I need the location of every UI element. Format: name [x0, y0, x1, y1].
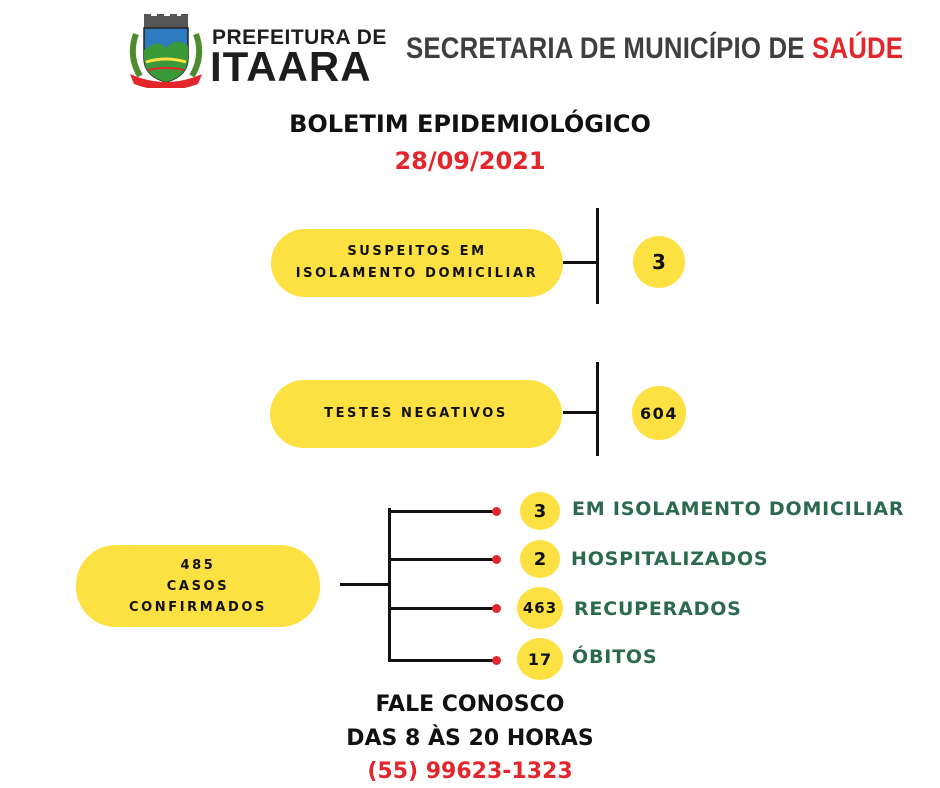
- branch-line: [390, 510, 496, 513]
- branch-dot: [492, 555, 501, 564]
- secretaria-main: SECRETARIA DE MUNICÍPIO DE: [406, 32, 813, 65]
- suspects-divider: [596, 208, 599, 304]
- municipal-crest-logo: [129, 14, 203, 88]
- deaths-count: 17: [527, 649, 553, 669]
- contact-phone: (55) 99623-1323: [367, 759, 573, 784]
- recovered-count-badge: 463: [517, 587, 563, 629]
- bulletin-title: BOLETIM EPIDEMIOLÓGICO: [289, 110, 651, 138]
- confirmed-connector: [340, 583, 390, 586]
- confirmed-cases-label-line1: CASOS: [166, 578, 230, 594]
- hospitalized-label: HOSPITALIZADOS: [571, 548, 769, 570]
- isolation-label: EM ISOLAMENTO DOMICILIAR: [572, 498, 905, 520]
- confirmed-cases-value: 485: [180, 557, 216, 573]
- branch-line: [390, 659, 496, 662]
- prefeitura-line1: PREFEITURA DE: [212, 26, 387, 49]
- branch-line: [390, 558, 496, 561]
- secretaria-heading: SECRETARIA DE MUNICÍPIO DE SAÚDE: [406, 32, 903, 66]
- confirmed-cases-pill: 485 CASOS CONFIRMADOS: [76, 545, 320, 627]
- secretaria-accent: SAÚDE: [812, 32, 904, 65]
- bulletin-date: 28/09/2021: [394, 147, 546, 175]
- prefeitura-town-name: ITAARA: [210, 43, 372, 90]
- suspects-label-pill: SUSPEITOS EM ISOLAMENTO DOMICILIAR: [271, 229, 563, 297]
- negative-tests-value-badge: 604: [632, 386, 686, 440]
- branch-dot: [492, 604, 501, 613]
- negative-tests-label-pill: TESTES NEGATIVOS: [270, 380, 562, 448]
- negative-tests-divider: [596, 362, 599, 456]
- recovered-label: RECUPERADOS: [574, 598, 742, 620]
- confirmed-cases-label-line2: CONFIRMADOS: [128, 599, 267, 615]
- negative-tests-label: TESTES NEGATIVOS: [324, 406, 508, 421]
- confirmed-trunk-line: [388, 508, 391, 662]
- branch-dot: [492, 507, 501, 516]
- suspects-value: 3: [652, 250, 666, 274]
- suspects-connector: [563, 261, 597, 264]
- suspects-value-badge: 3: [633, 236, 685, 288]
- contact-hours: DAS 8 ÀS 20 HORAS: [346, 726, 594, 751]
- isolation-count: 3: [533, 500, 547, 522]
- hospitalized-count-badge: 2: [520, 540, 560, 578]
- recovered-count: 463: [522, 599, 558, 617]
- suspects-label-line1: SUSPEITOS EM: [347, 244, 487, 259]
- suspects-label-line2: ISOLAMENTO DOMICILIAR: [295, 266, 539, 281]
- contact-heading: FALE CONOSCO: [375, 692, 565, 717]
- branch-dot: [492, 656, 501, 665]
- branch-line: [390, 607, 496, 610]
- hospitalized-count: 2: [533, 548, 547, 570]
- negative-tests-connector: [563, 411, 597, 414]
- negative-tests-value: 604: [640, 403, 678, 423]
- isolation-count-badge: 3: [520, 492, 560, 530]
- deaths-label: ÓBITOS: [572, 646, 658, 668]
- deaths-count-badge: 17: [517, 638, 563, 680]
